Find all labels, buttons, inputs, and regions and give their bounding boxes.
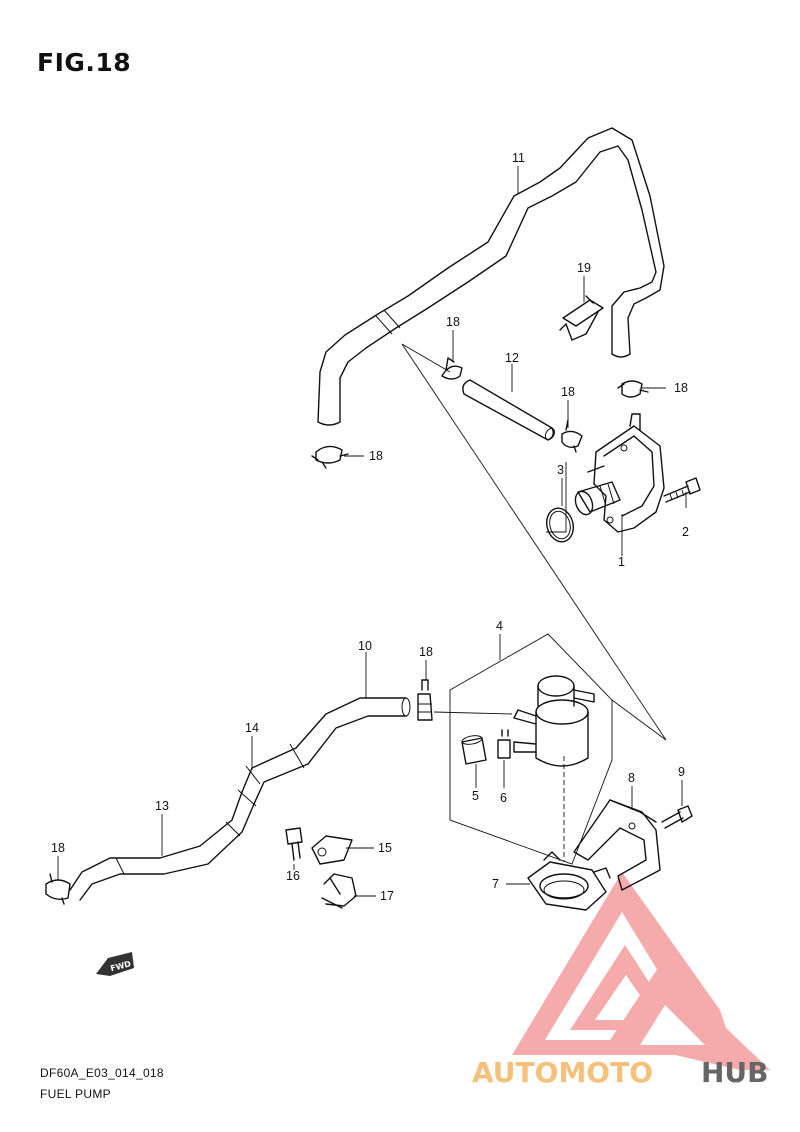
callout-1: 1 [618,555,625,569]
watermark-text-a: AUTOMOTO [472,1056,653,1089]
callout-5: 5 [472,789,479,803]
drawing-code: DF60A_E03_014_018 [40,1066,164,1080]
bolt-16 [285,827,303,861]
bracket-8 [573,799,661,891]
clamp-18a [441,357,463,380]
callout-11: 11 [512,151,525,165]
bracket-ring-7 [527,851,611,911]
callout-18-lower-left: 18 [51,841,65,855]
callout-19: 19 [577,261,591,275]
watermark-logo [512,872,770,1070]
hose-10 [295,697,411,765]
clamp-18b [617,380,649,398]
callout-4: 4 [496,619,503,633]
callout-18-left: 18 [369,449,383,463]
hose-13 [69,789,257,901]
sleeve-5 [461,735,487,765]
callout-17: 17 [380,889,394,903]
clamp-18c [561,419,583,453]
callout-14: 14 [245,721,259,735]
bolt-2 [663,477,701,503]
callout-16: 16 [286,869,300,883]
callout-6: 6 [500,791,507,805]
clip-15 [311,835,353,865]
callout-2: 2 [682,525,689,539]
leader-lines [57,166,687,897]
callout-3: 3 [557,463,564,477]
clip-19 [559,295,604,341]
clamp-18f [45,873,71,905]
callout-8: 8 [628,771,635,785]
hose-12 [462,379,556,441]
subassembly-4-box [449,633,613,865]
hose-11 [317,127,665,426]
callout-18-upper: 18 [446,315,460,329]
o-ring-3 [545,507,575,543]
callout-7: 7 [492,877,499,891]
construction-line-lower [401,343,451,373]
clip-6 [497,729,511,759]
clamp-18d [311,445,349,469]
watermark-text-b: HUB [701,1056,769,1089]
callout-18-filter: 18 [419,645,433,659]
callout-12: 12 [505,351,519,365]
bolt-9 [661,805,693,829]
callout-13: 13 [155,799,169,813]
callout-18-middle: 18 [561,385,575,399]
construction-line-upper [401,343,667,741]
fwd-arrow: FWD [96,952,134,976]
clip-17 [321,873,357,909]
drawing-name: FUEL PUMP [40,1087,111,1101]
callout-9: 9 [678,765,685,779]
callout-15: 15 [378,841,392,855]
figure-title: FIG.18 [37,48,132,77]
callout-10: 10 [358,639,372,653]
fuel-filter-4 [513,675,595,767]
clamp-18e [417,679,433,721]
callout-18-right: 18 [674,381,688,395]
fuel-pump-1 [574,413,665,533]
